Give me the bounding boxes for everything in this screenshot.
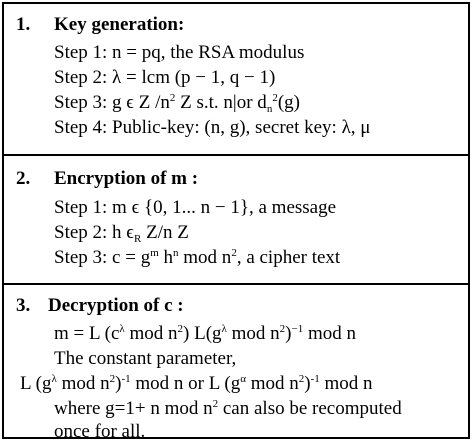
step-4-line: Step 4: Public-key: (n, g), secret key: … <box>54 117 371 138</box>
encryption-step-1-line: Step 1: m ϵ {0, 1... n − 1}, a message <box>54 197 337 218</box>
section-key-generation: 1. Key generation: Step 1: n = pq, the RS… <box>4 4 468 152</box>
section-1-title: Key generation: <box>54 14 185 35</box>
section-3-title: Decryption of c : <box>48 295 184 316</box>
decryption-formula-line: m = L (cλ mod n2) L(gλ mod n2)−1 mod n <box>54 323 356 344</box>
section-decryption: 3. Decryption of c : m = L (cλ mod n2) L(… <box>4 283 468 442</box>
section-2-heading: 2. Encryption of m : <box>16 168 198 190</box>
section-3-number: 3. <box>16 295 31 316</box>
once-for-all-line: once for all. <box>54 421 146 442</box>
constant-formula-line: L (gλ mod n2)-1 mod n or L (gα mod n2)-1… <box>20 373 373 394</box>
recompute-note-line: where g=1+ n mod n2 can also be recomput… <box>54 398 402 419</box>
section-2-title: Encryption of m : <box>54 168 199 189</box>
section-3-heading: 3. Decryption of c : <box>16 295 184 317</box>
section-2-number: 2. <box>16 168 31 189</box>
step-1-line: Step 1: n = pq, the RSA modulus <box>54 42 305 63</box>
constant-parameter-line: The constant parameter, <box>54 348 237 369</box>
step-2-line: Step 2: λ = lcm (p − 1, q − 1) <box>54 67 276 88</box>
encryption-step-3-line: Step 3: c = gm hn mod n2, a cipher text <box>54 247 341 268</box>
encryption-step-2-line: Step 2: h ϵR Z/n Z <box>54 222 189 245</box>
section-1-heading: 1. Key generation: <box>16 14 184 36</box>
section-1-number: 1. <box>16 14 31 35</box>
step-3-line: Step 3: g ϵ Z /n2 Z s.t. n|or dn2(g) <box>54 92 300 115</box>
section-encryption: 2. Encryption of m : Step 1: m ϵ {0, 1...… <box>4 154 468 281</box>
